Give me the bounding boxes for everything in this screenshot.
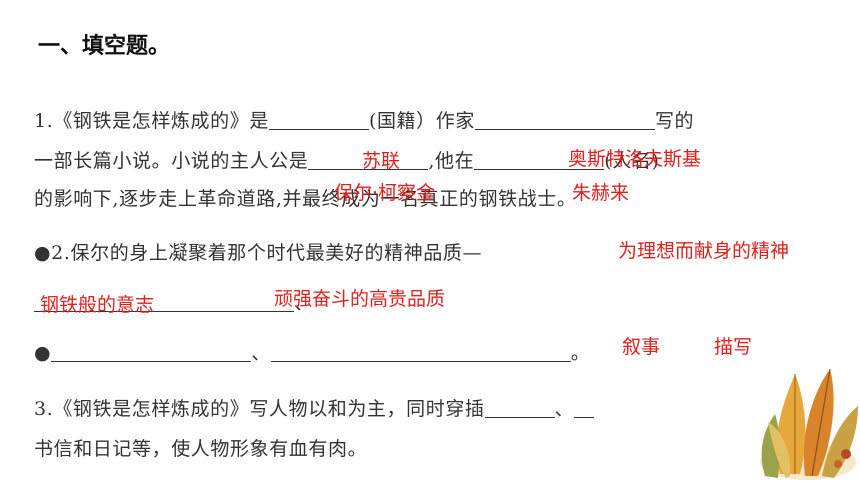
answer-author: 奥斯特洛夫斯基 xyxy=(568,148,702,170)
q3-line-1: 3.《钢铁是怎样炼成的》写人物以和为主，同时穿插 、 xyxy=(34,394,595,421)
blank-quality-4[interactable] xyxy=(270,342,571,362)
q1-text: (人名) xyxy=(604,150,660,172)
answer-mentor: 朱赫来 xyxy=(572,182,630,204)
q1-line-3: 的影响下,逐步走上革命道路,并最终成为一名真正的钢铁战士。 xyxy=(34,188,577,210)
answer-technique-1: 叙事 xyxy=(622,336,661,358)
blank-technique-2[interactable] xyxy=(574,398,595,418)
q2-line-3: ● 、 。 xyxy=(34,338,590,365)
blank-protagonist[interactable] xyxy=(308,150,429,170)
section-heading: 一、填空题。 xyxy=(38,34,171,59)
answer-quality-1: 为理想而献身的精神 xyxy=(618,240,790,262)
answer-nationality: 苏联 xyxy=(362,150,401,172)
q2-text: 。 xyxy=(570,342,591,364)
q2-text: 、 xyxy=(251,342,271,364)
blank-author[interactable] xyxy=(474,110,655,130)
q1-text: 一部长篇小说。小说的主人公是 xyxy=(34,150,309,172)
blank-quality-3[interactable] xyxy=(51,342,252,362)
q1-line-1: 1.《钢铁是怎样炼成的》是 (国籍）作家 写的 xyxy=(34,106,694,133)
answer-technique-2: 描写 xyxy=(714,336,753,358)
blank-technique-1[interactable] xyxy=(484,398,555,418)
q2-text: 、 xyxy=(294,292,314,314)
q2-line-1: ●2.保尔的身上凝聚着那个时代最美好的精神品质— xyxy=(34,242,483,264)
answer-quality-2: 钢铁般的意志 xyxy=(40,294,155,316)
answer-protagonist: 保尔·柯察金 xyxy=(334,182,436,204)
autumn-leaves-icon xyxy=(760,368,858,480)
q1-text: 1.《钢铁是怎样炼成的》是 xyxy=(34,110,269,132)
blank-nationality[interactable] xyxy=(268,110,369,130)
q2-line-2: 、 xyxy=(34,288,314,315)
q1-text: 写的 xyxy=(654,110,695,132)
answer-quality-3: 顽强奋斗的高贵品质 xyxy=(274,288,446,310)
q3-text: 3.《钢铁是怎样炼成的》写人物以和为主，同时穿插 xyxy=(34,398,485,420)
q3-line-2: 书信和日记等，使人物形象有血有肉。 xyxy=(34,438,368,460)
blank-mentor[interactable] xyxy=(474,150,605,170)
blank-quality-2[interactable] xyxy=(34,292,294,312)
q1-text: (国籍）作家 xyxy=(368,110,475,132)
q1-text: ,他在 xyxy=(428,150,475,172)
q3-text: 、 xyxy=(554,398,575,420)
bullet: ● xyxy=(34,342,52,364)
q1-line-2: 一部长篇小说。小说的主人公是 ,他在 (人名) xyxy=(34,146,659,173)
